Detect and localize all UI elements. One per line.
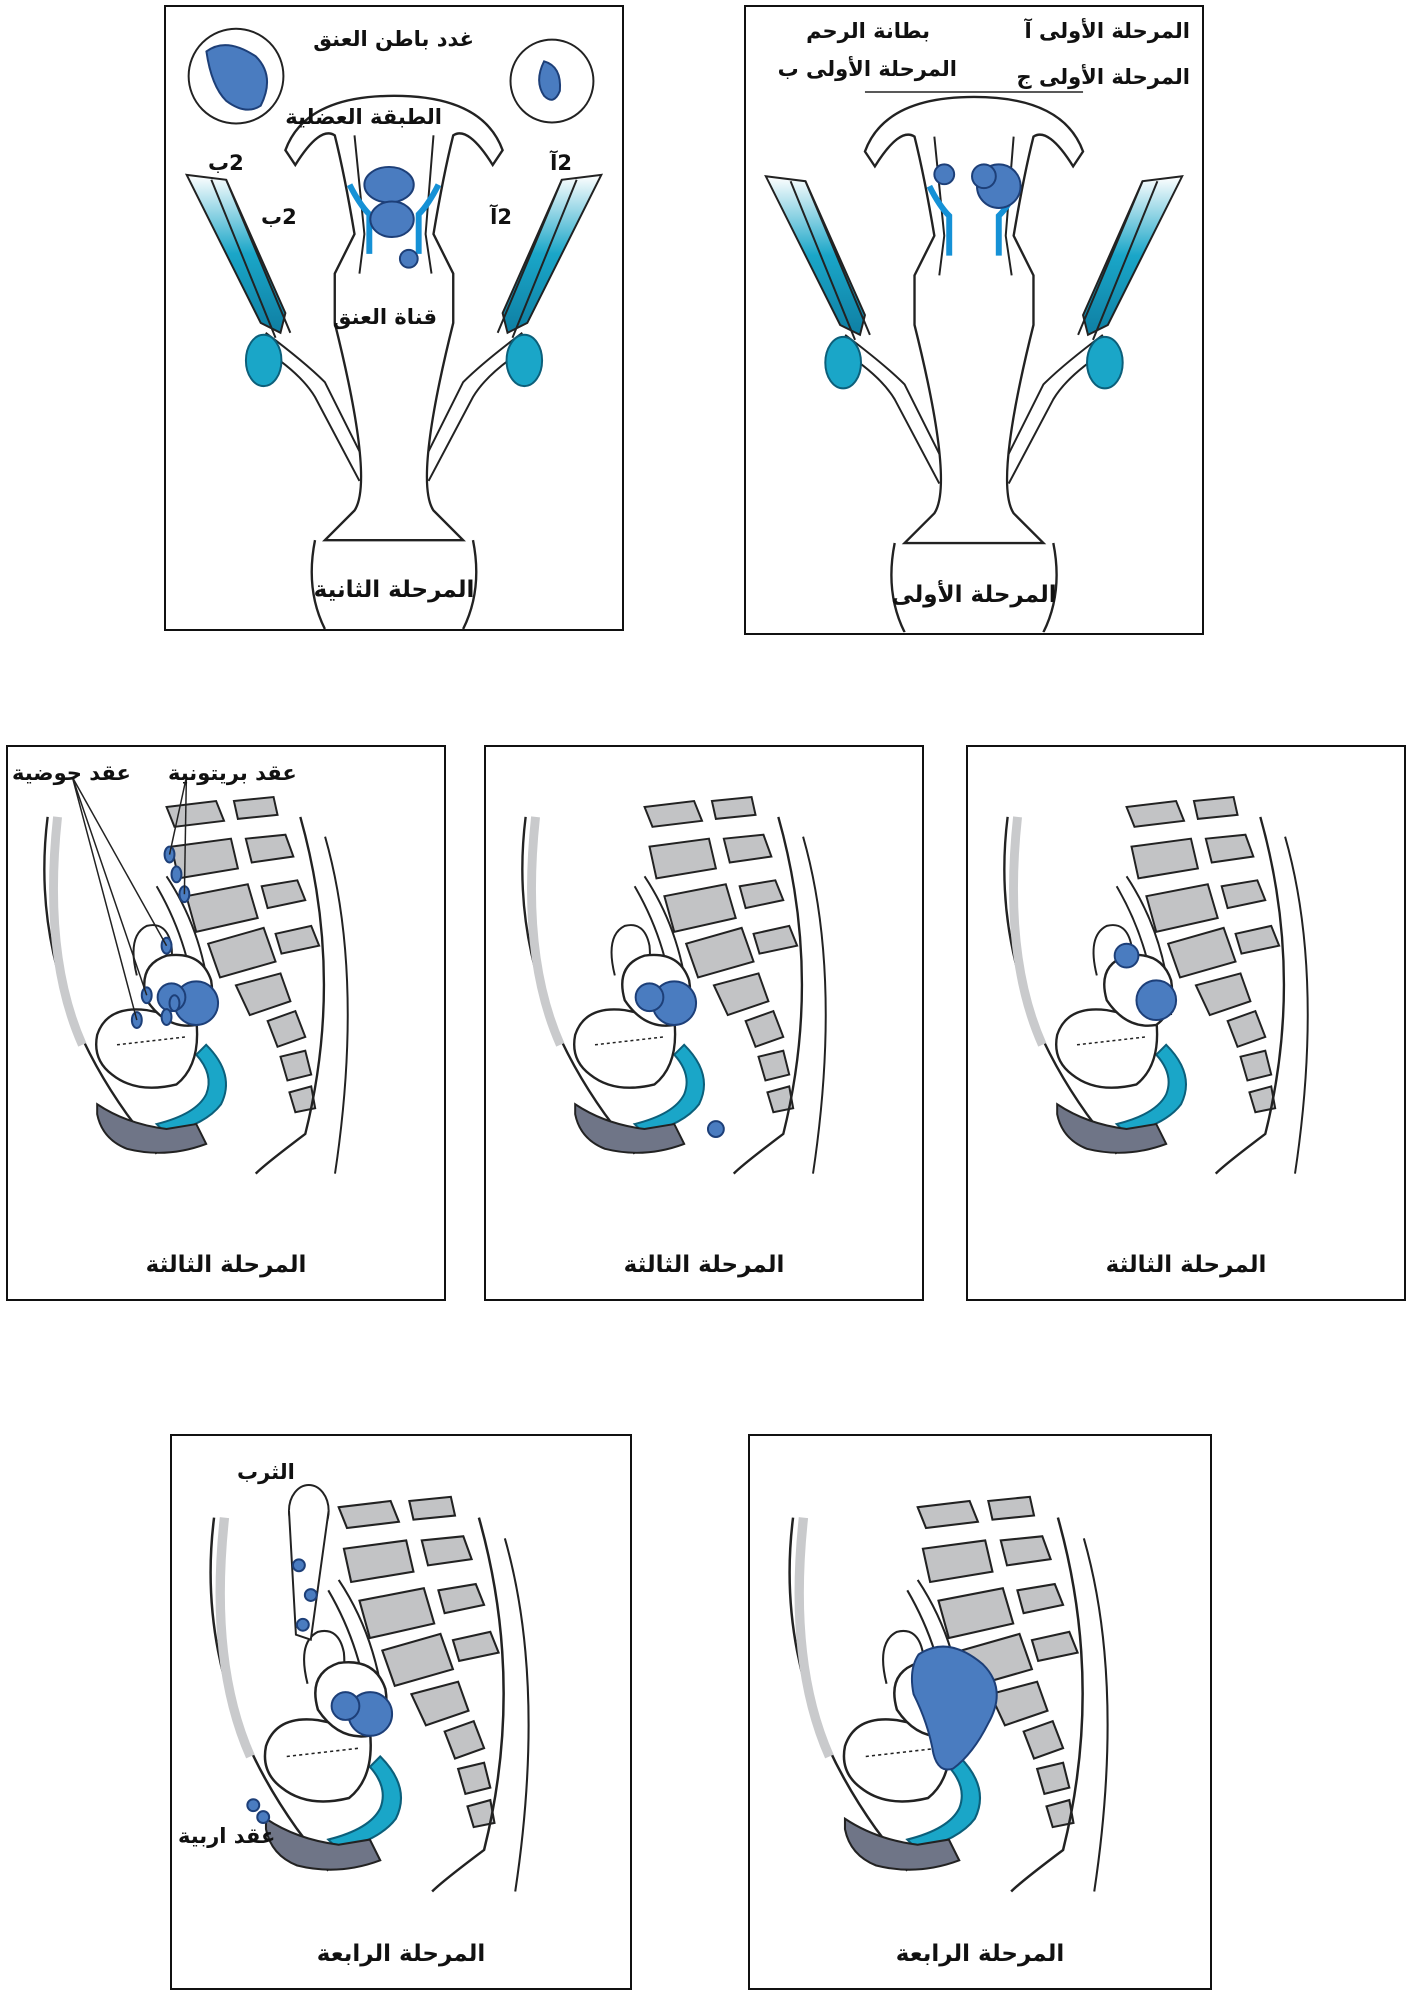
label-cervical-canal: قناة العنق (332, 305, 437, 329)
label-inguinal-nodes: عقد اربية (178, 1824, 276, 1848)
stage1-tumor (933, 163, 1022, 209)
stage3-left-pelvis-diagram (8, 776, 444, 1299)
stage1-uterus-diagram (746, 91, 1202, 633)
stage4-omentum (287, 1483, 330, 1641)
label-stage-1a: المرحلة الأولى آ (1024, 19, 1190, 43)
stage2-panel: غدد باطن العنق الطبقة العضلية قناة العنق… (164, 5, 624, 631)
label-stage-2a-top: 2آ (550, 151, 572, 175)
stage2-inset-right (509, 38, 595, 124)
stage4-panel-right: المرحلة الرابعة (748, 1434, 1212, 1990)
stage1-caption: المرحلة الأولى (891, 582, 1057, 608)
stage4-inguinal-nodes (246, 1798, 271, 1825)
label-stage-2b-top: 2ب (208, 151, 244, 175)
stage3-left-caption: المرحلة الثالثة (145, 1252, 307, 1278)
stage2-caption: المرحلة الثانية (313, 577, 475, 603)
stage2-tumor (363, 165, 419, 269)
label-stage-2b-mid: 2ب (261, 205, 297, 229)
label-stage-2a-mid: 2آ (490, 205, 512, 229)
stage3-right-pelvis-diagram (968, 747, 1404, 1299)
stage3-middle-caption: المرحلة الثالثة (623, 1252, 785, 1278)
stage4-left-pelvis-diagram (172, 1483, 630, 1988)
stage3-right-tumor (1113, 942, 1178, 1022)
label-stage-1b: المرحلة الأولى ب (777, 57, 957, 81)
stage2-inset-left (187, 27, 285, 125)
stage3-pointer-lines (71, 776, 188, 1021)
label-endometrium: بطانة الرحم (806, 19, 930, 43)
stage3-lymph-nodes (130, 845, 191, 1029)
label-pelvic-nodes: عقد حوضية (12, 761, 131, 785)
stage3-panel-left: عقد بريتونية عقد حوضية المرحلة الثالثة (6, 745, 446, 1301)
stage4-left-caption: المرحلة الرابعة (316, 1941, 486, 1967)
stage3-left-tumor (156, 980, 220, 1026)
label-stage-1c: المرحلة الأولى ج (1016, 65, 1190, 89)
stage3-panel-middle: المرحلة الثالثة (484, 745, 924, 1301)
label-muscular-layer: الطبقة العضلية (285, 105, 442, 129)
stage3-middle-pelvis-diagram (486, 747, 922, 1299)
stage3-panel-right: المرحلة الثالثة (966, 745, 1406, 1301)
stage4-panel-left: الثرب عقد اربية المرحلة الرابعة (170, 1434, 632, 1990)
label-peritoneal-nodes: عقد بريتونية (168, 761, 297, 785)
stage2-uterus-diagram (166, 27, 622, 629)
stage3-middle-tumor (634, 980, 725, 1138)
stage4-right-caption: المرحلة الرابعة (895, 1941, 1065, 1967)
stage3-right-caption: المرحلة الثالثة (1105, 1252, 1267, 1278)
stage4-left-tumor (330, 1691, 394, 1737)
stage4-right-pelvis-diagram (750, 1436, 1210, 1988)
stage4-right-tumor (910, 1645, 998, 1771)
label-omentum: الثرب (237, 1460, 295, 1484)
stage1-panel: المرحلة الأولى آ المرحلة الأولى ج بطانة … (744, 5, 1204, 635)
label-cervical-glands: غدد باطن العنق (313, 27, 474, 51)
